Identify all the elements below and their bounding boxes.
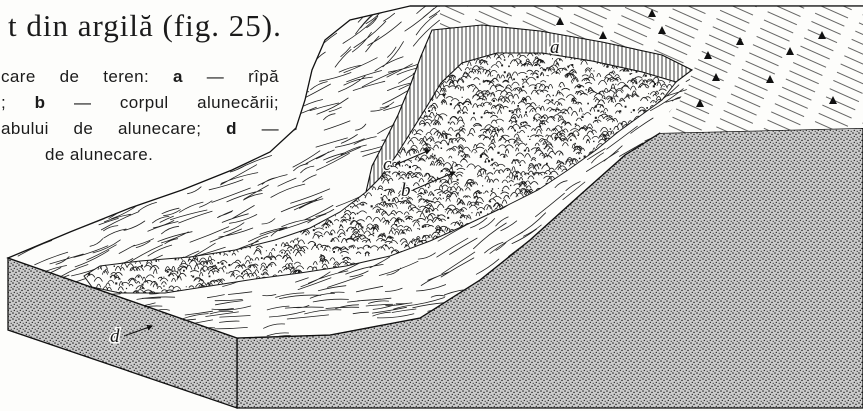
caption-line-1: care de teren: a — rîpă: [1, 64, 279, 90]
label-b-landslide-body: b: [401, 180, 411, 201]
caption-text: care de teren:: [1, 67, 173, 86]
caption-line-3: abului de alunecare; d —: [1, 116, 279, 142]
label-d: d: [110, 326, 120, 347]
caption-text: — corpul alunecării;: [45, 93, 279, 112]
caption-text: —: [237, 119, 279, 138]
caption-line-2: ; b — corpul alunecării;: [1, 90, 279, 116]
figure-caption: care de teren: a — rîpă ; b — corpul alu…: [1, 64, 279, 168]
caption-key-d: d: [226, 119, 237, 138]
caption-key-a: a: [173, 67, 183, 86]
body-text-fragment: t din argilă (fig. 25).: [8, 10, 282, 41]
label-a-scarp: a: [550, 37, 560, 58]
caption-key-b: b: [35, 93, 46, 112]
caption-line-4: de alunecare.: [1, 142, 279, 168]
label-c: c: [383, 154, 392, 175]
caption-text: ;: [1, 93, 35, 112]
caption-text: — rîpă: [183, 67, 279, 86]
caption-text: abului de alunecare;: [1, 119, 226, 138]
